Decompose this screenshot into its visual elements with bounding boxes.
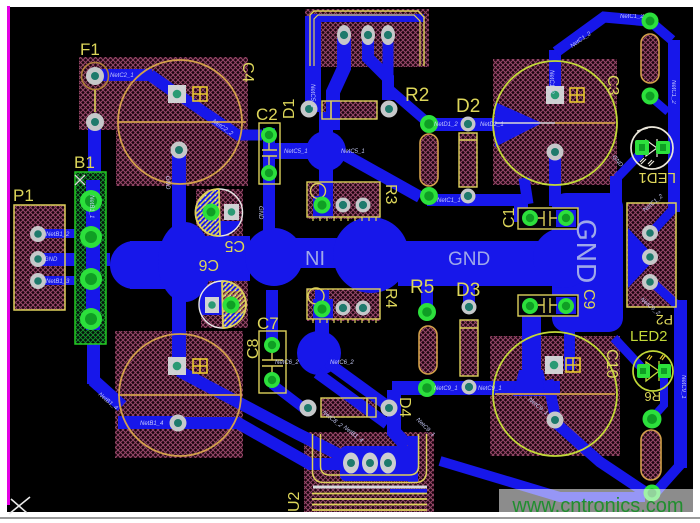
svg-text:NetC5_1: NetC5_1 xyxy=(309,84,315,108)
svg-text:NetC9_1: NetC9_1 xyxy=(478,386,502,392)
svg-text:D4: D4 xyxy=(396,397,413,418)
svg-text:NetC1_2: NetC1_2 xyxy=(620,14,644,20)
svg-text:P2: P2 xyxy=(656,312,673,328)
svg-text:C7: C7 xyxy=(257,314,279,333)
svg-text:C4: C4 xyxy=(239,62,256,83)
svg-text:C10: C10 xyxy=(603,349,620,378)
svg-text:NetB1_2: NetB1_2 xyxy=(46,232,70,238)
svg-text:NetC6_2: NetC6_2 xyxy=(275,360,299,366)
svg-text:C5: C5 xyxy=(224,237,245,254)
svg-text:LED2: LED2 xyxy=(630,328,668,345)
svg-text:NetC9_1: NetC9_1 xyxy=(680,375,686,399)
svg-text:NetC9_1: NetC9_1 xyxy=(434,386,458,392)
svg-text:NetD1_2: NetD1_2 xyxy=(434,122,458,128)
svg-text:NetC2_1: NetC2_1 xyxy=(110,73,134,79)
svg-text:R5: R5 xyxy=(410,277,434,298)
svg-text:P1: P1 xyxy=(13,186,34,205)
svg-text:B1: B1 xyxy=(74,153,95,172)
svg-text:GND: GND xyxy=(257,206,263,220)
svg-text:D1: D1 xyxy=(281,98,298,119)
svg-text:NetC1_2: NetC1_2 xyxy=(548,70,554,94)
svg-text:NetB1_3: NetB1_3 xyxy=(46,279,70,285)
svg-text:C6: C6 xyxy=(198,256,219,273)
svg-text:D2: D2 xyxy=(456,96,480,117)
svg-text:R3: R3 xyxy=(382,184,399,205)
svg-text:C1: C1 xyxy=(501,207,518,228)
svg-text:NetC1_1: NetC1_1 xyxy=(437,198,461,204)
svg-text:LED1: LED1 xyxy=(638,169,676,186)
svg-text:NetC1_2: NetC1_2 xyxy=(670,80,676,104)
svg-text:GND: GND xyxy=(44,257,58,263)
svg-text:GND: GND xyxy=(571,219,602,284)
svg-text:C9: C9 xyxy=(580,289,597,310)
svg-text:NetB1_4: NetB1_4 xyxy=(140,421,164,427)
svg-text:NetB1_1: NetB1_1 xyxy=(88,195,94,218)
svg-text:F1: F1 xyxy=(80,40,100,59)
svg-text:R2: R2 xyxy=(405,85,429,106)
svg-text:R6: R6 xyxy=(644,389,661,404)
svg-text:NetC6_2: NetC6_2 xyxy=(330,360,354,366)
svg-text:GND: GND xyxy=(164,176,170,190)
svg-text:U2: U2 xyxy=(286,491,303,512)
svg-text:C2: C2 xyxy=(256,105,278,124)
svg-text:R4: R4 xyxy=(382,288,399,309)
svg-text:www.cntronics.com: www.cntronics.com xyxy=(511,495,683,517)
svg-text:NetD2_1: NetD2_1 xyxy=(480,122,504,128)
svg-text:NetC5_1: NetC5_1 xyxy=(284,149,308,155)
svg-text:C3: C3 xyxy=(604,75,621,96)
svg-text:NetC5_1: NetC5_1 xyxy=(341,149,365,155)
svg-text:C8: C8 xyxy=(245,338,262,359)
svg-text:NI: NI xyxy=(305,248,325,270)
svg-text:GND: GND xyxy=(448,249,490,270)
svg-text:D3: D3 xyxy=(456,280,480,301)
